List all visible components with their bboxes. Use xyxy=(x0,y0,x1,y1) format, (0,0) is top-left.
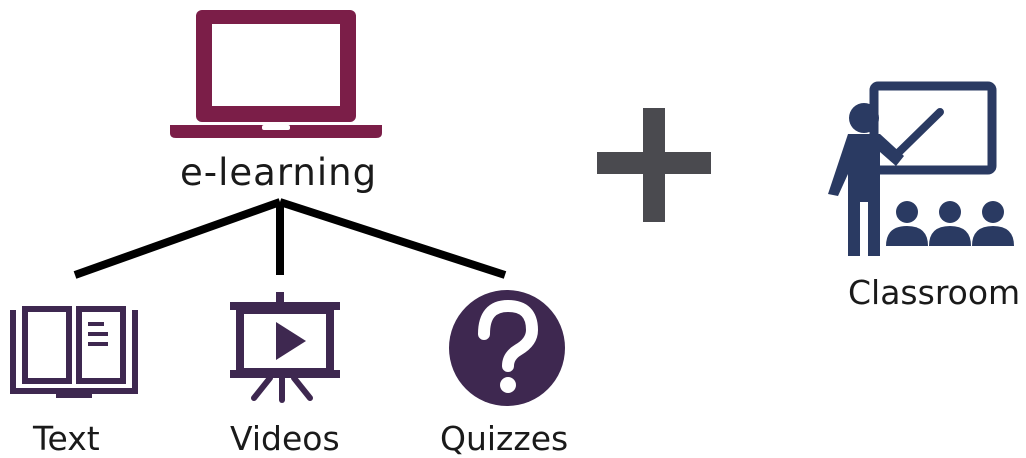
question-mark-icon xyxy=(449,290,565,406)
connector-lines xyxy=(73,198,507,279)
text-label: Text xyxy=(33,419,100,458)
elearning-label: e-learning xyxy=(180,151,378,194)
book-icon xyxy=(10,306,138,398)
laptop-icon xyxy=(170,10,382,138)
teacher-classroom-icon xyxy=(828,81,1014,256)
presentation-video-icon xyxy=(230,292,340,403)
classroom-label: Classroom xyxy=(848,273,1021,312)
plus-icon xyxy=(597,108,711,222)
quizzes-label: Quizzes xyxy=(440,419,569,458)
videos-label: Videos xyxy=(230,419,340,458)
